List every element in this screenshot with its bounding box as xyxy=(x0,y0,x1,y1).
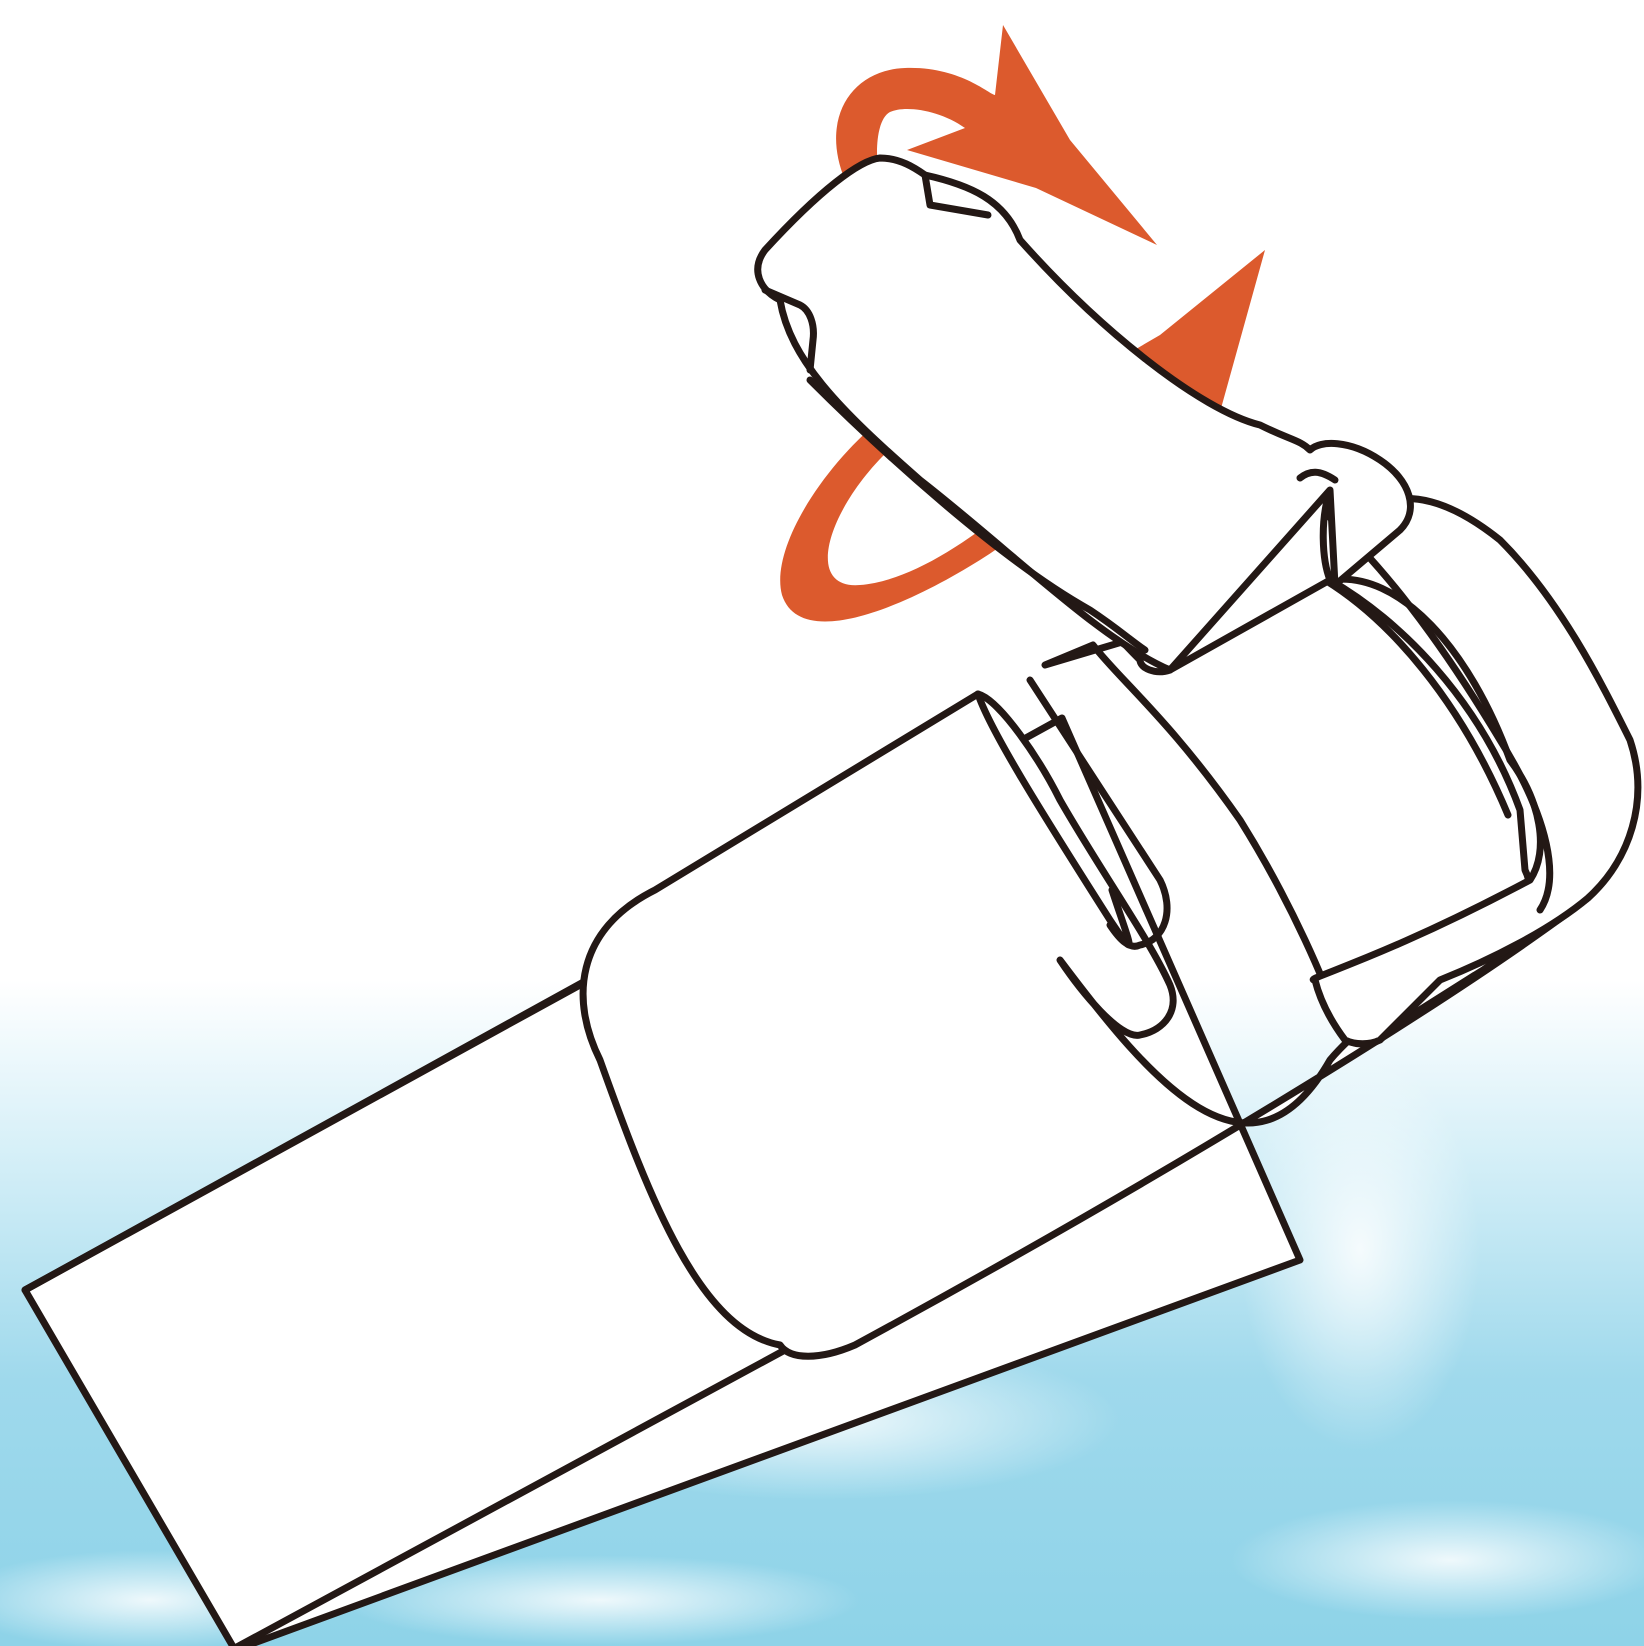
illustration xyxy=(0,0,1644,1646)
